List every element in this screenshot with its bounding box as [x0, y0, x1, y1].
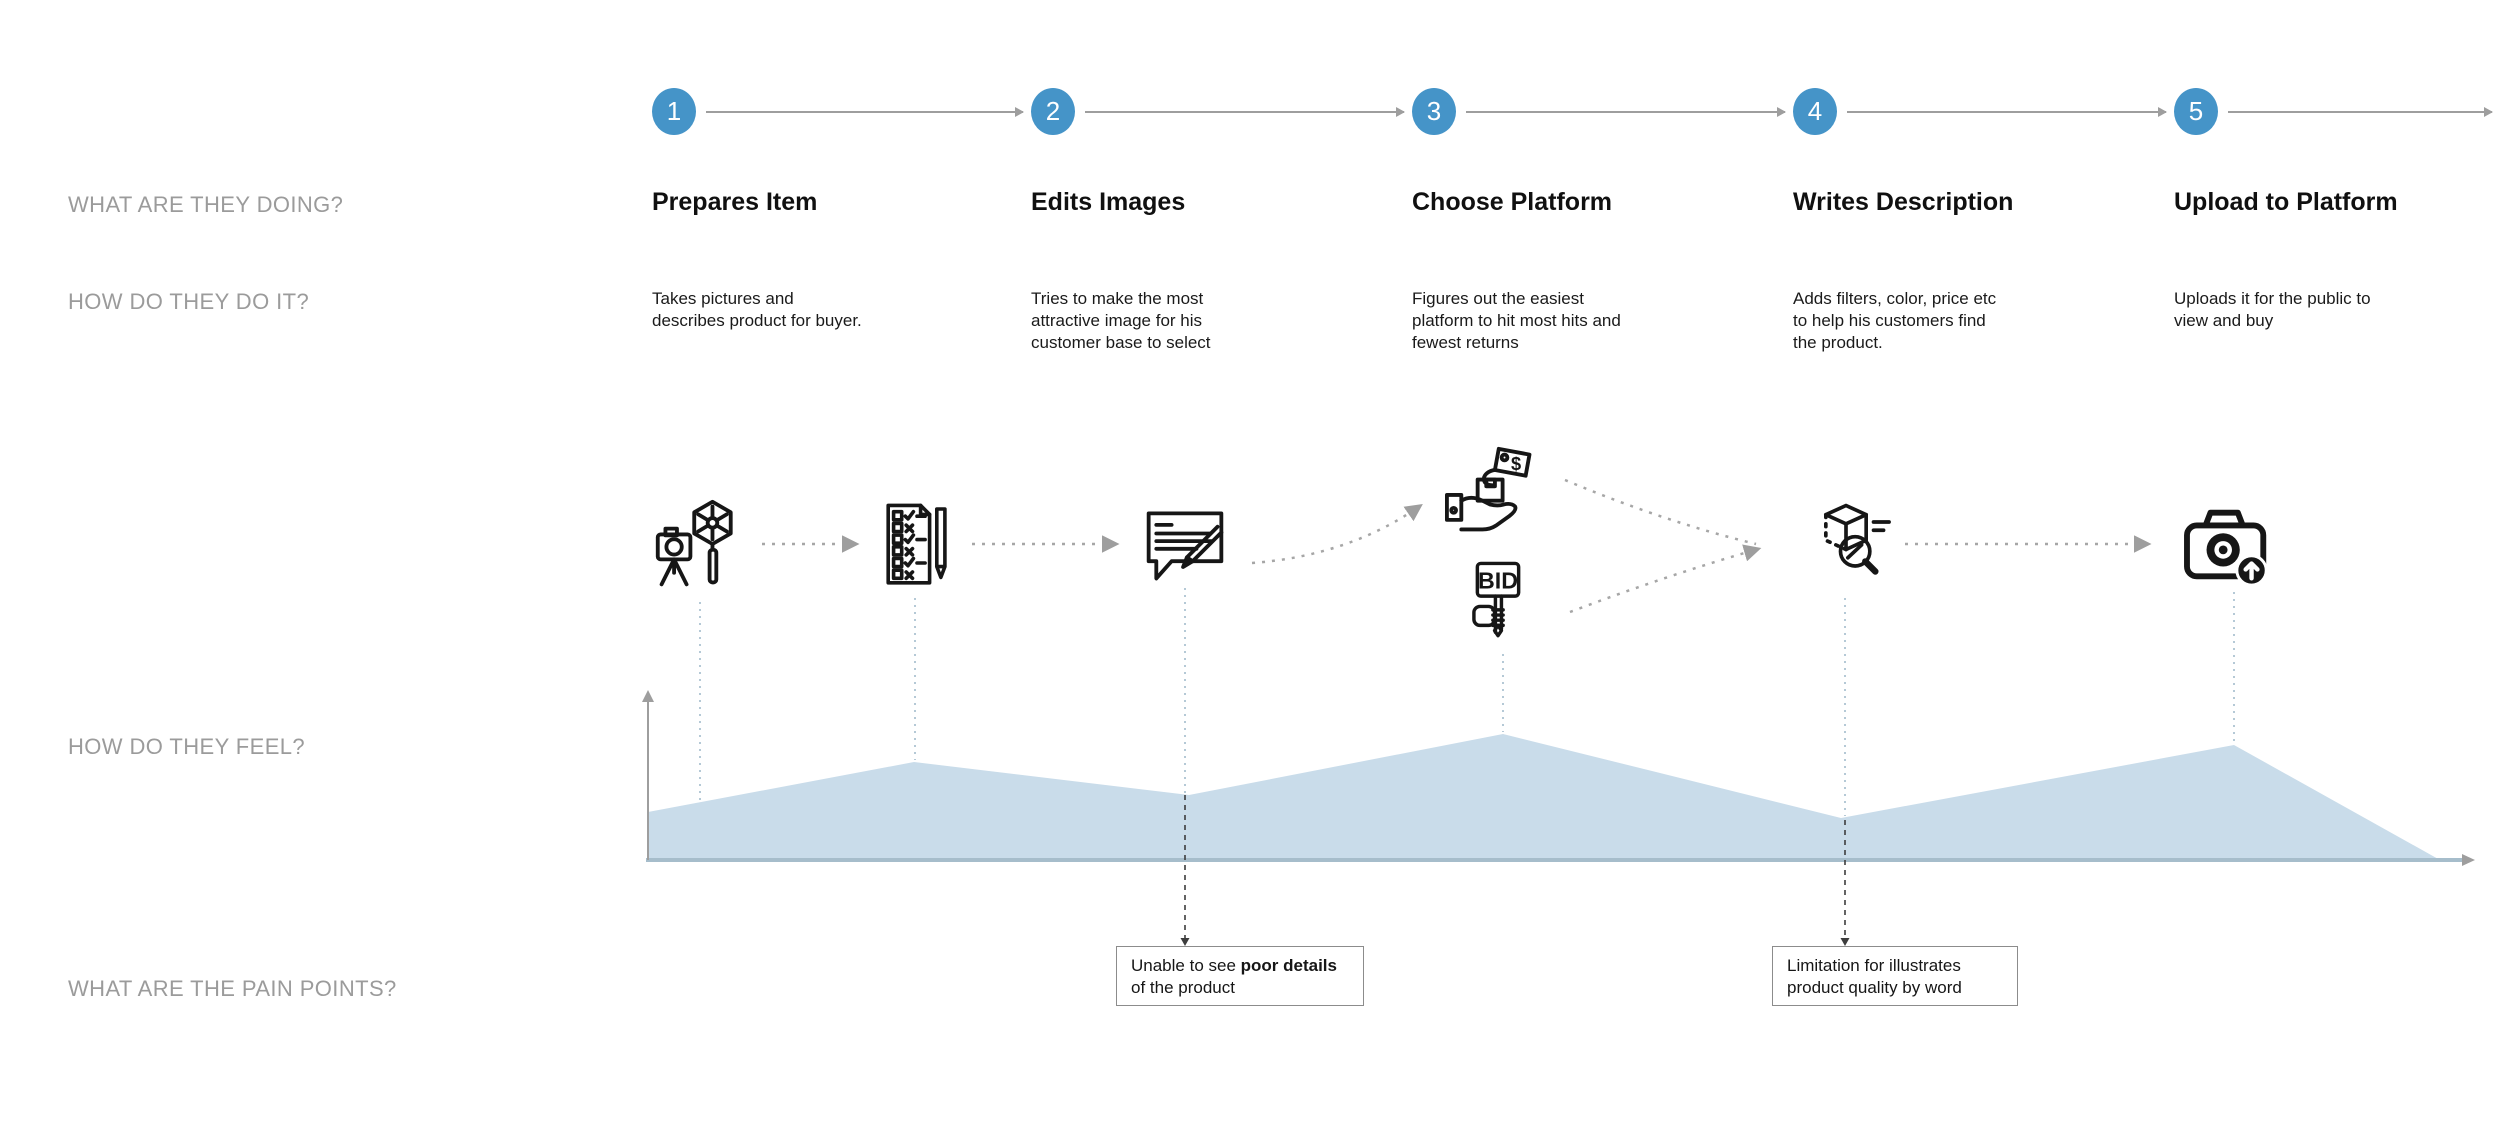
- camera-upload-icon: [2182, 500, 2280, 590]
- step-connector-arrow: [1466, 107, 1786, 117]
- step-connector-arrow: [1847, 107, 2167, 117]
- emotion-area-curve: [648, 734, 2440, 860]
- arrow-head-icon: [2484, 107, 2493, 117]
- pain-point-box-1: Unable to see poor details of the produc…: [1116, 946, 1364, 1006]
- row-label-pain: WHAT ARE THE PAIN POINTS?: [68, 976, 397, 1001]
- pain-point-box-2: Limitation for illustrates product quali…: [1772, 946, 2018, 1006]
- speech-bubble-edit-icon: [1137, 500, 1233, 588]
- row-label-how: HOW DO THEY DO IT?: [68, 289, 310, 314]
- camera-tripod-studio-light-icon: [652, 496, 748, 592]
- step-title-2: Edits Images: [1031, 188, 1186, 216]
- step-title-3: Choose Platform: [1412, 188, 1613, 216]
- bid-paddle-icon: BID: [1455, 558, 1541, 648]
- step-description-3: Figures out the easiest platform to hit …: [1412, 289, 1621, 352]
- step-title-5: Upload to Platform: [2174, 188, 2398, 216]
- arrow-head-icon: [1015, 107, 1024, 117]
- pain-text-prefix: Unable to see: [1131, 956, 1241, 975]
- step-connector-arrow: [2228, 107, 2493, 117]
- arrow-head-icon: [1396, 107, 1405, 117]
- step-description-1: Takes pictures and describes product for…: [652, 289, 862, 330]
- arrow-head-icon: [2158, 107, 2167, 117]
- step-description-4: Adds filters, color, price etc to help h…: [1793, 289, 1997, 352]
- step-title-1: Prepares Item: [652, 188, 818, 216]
- row-label-doing: WHAT ARE THEY DOING?: [68, 192, 344, 217]
- arrow-head-icon: [1777, 107, 1786, 117]
- checklist-pencil-icon: [872, 499, 962, 591]
- bid-label: BID: [1478, 567, 1518, 593]
- pain-text-suffix: of the product: [1131, 978, 1235, 997]
- x-axis-arrow-icon: [2462, 854, 2475, 866]
- pain-text-bold: poor details: [1240, 956, 1337, 975]
- step-description-2: Tries to make the most attractive image …: [1031, 289, 1211, 352]
- pain-text: Limitation for illustrates product quali…: [1787, 956, 1962, 997]
- row-label-feel: HOW DO THEY FEEL?: [68, 734, 306, 759]
- flow-arrow-3-4: [1251, 504, 1423, 565]
- step-circle-5: 5: [2174, 88, 2218, 135]
- step-title-4: Writes Description: [1793, 188, 2014, 216]
- step-description-5: Uploads it for the public to view and bu…: [2174, 289, 2371, 330]
- flow-arrow-tag-5: [1564, 478, 1757, 546]
- step-connector-arrow: [1085, 107, 1405, 117]
- flow-arrow-bid-5: [1569, 544, 1762, 614]
- hand-price-tag-icon: $: [1445, 445, 1541, 541]
- dollar-symbol: $: [1511, 453, 1521, 474]
- step-circle-2: 2: [1031, 88, 1075, 135]
- step-circle-4: 4: [1793, 88, 1837, 135]
- step-circle-3: 3: [1412, 88, 1456, 135]
- pain-arrow-icon: [1180, 938, 1190, 946]
- y-axis-arrow-icon: [642, 690, 654, 702]
- cube-magnifier-icon: [1800, 500, 1892, 588]
- step-connector-arrow: [706, 107, 1024, 117]
- pain-arrow-icon: [1840, 938, 1850, 946]
- step-circle-1: 1: [652, 88, 696, 135]
